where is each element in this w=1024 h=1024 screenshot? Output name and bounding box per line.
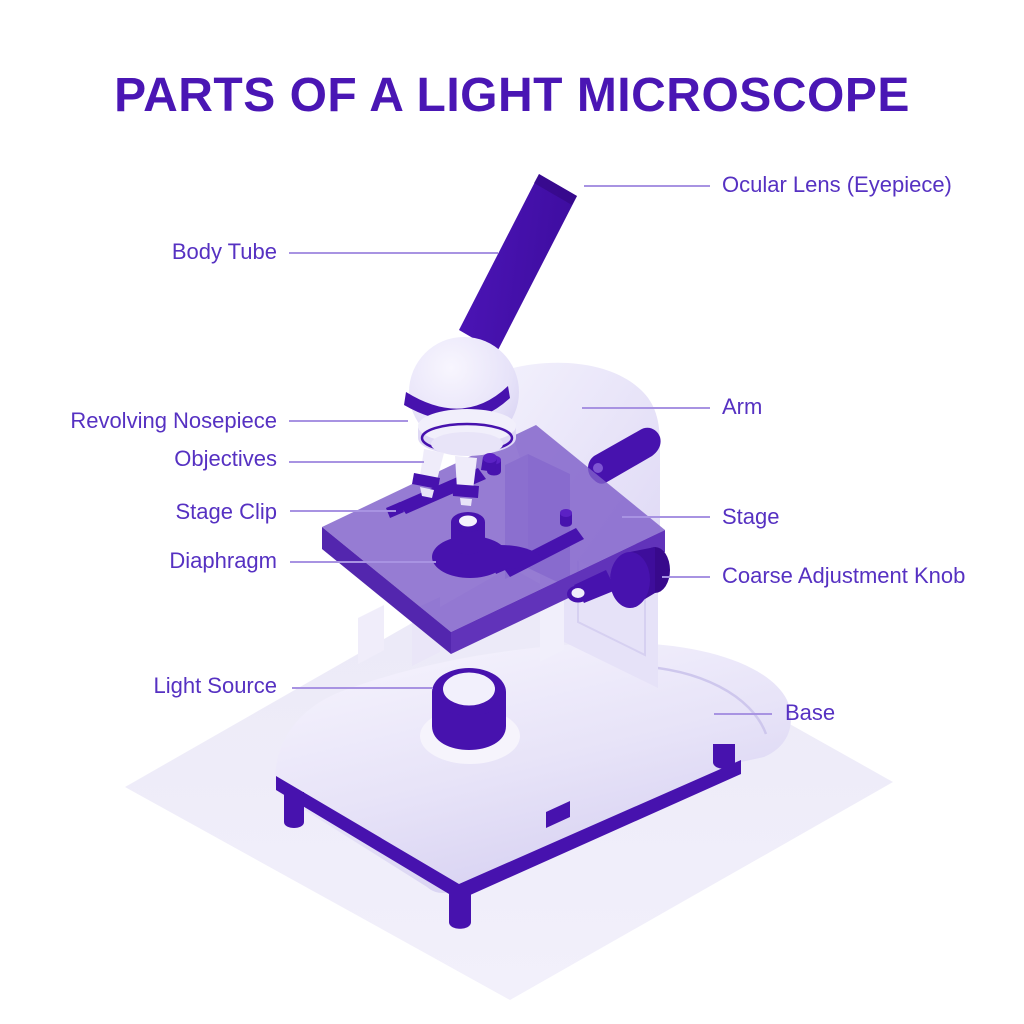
leader-diaphragm [290,561,436,563]
label-ocular-lens: Ocular Lens (Eyepiece) [722,172,952,197]
objectives-shape [412,449,497,506]
page-title: PARTS OF A LIGHT MICROSCOPE [114,69,910,122]
label-arm: Arm [722,394,763,419]
light-source-shape [420,668,520,764]
coarse-adjustment-knob-shape [567,547,670,608]
label-body-tube: Body Tube [171,239,277,264]
label-stage-clip: Stage Clip [175,499,277,524]
leader-objectives [289,461,424,463]
leader-ocular-lens [584,185,710,187]
label-coarse-adjustment-knob: Coarse Adjustment Knob [722,563,966,588]
leader-stage-clip [290,510,396,512]
leader-stage [622,516,710,518]
label-revolving-nosepiece: Revolving Nosepiece [70,408,277,433]
base-shape [275,642,791,929]
body-tube-shape [459,174,577,352]
leader-revolving-nosepiece [289,420,408,422]
leader-body-tube [289,252,498,254]
label-diaphragm: Diaphragm [169,548,277,573]
label-stage: Stage [722,504,780,529]
stage-shape [322,425,665,654]
diaphragm-shape [432,512,542,578]
label-light-source: Light Source [153,673,277,698]
label-objectives: Objectives [174,446,277,471]
leader-arm [582,407,710,409]
leader-base [714,713,772,715]
label-base: Base [785,700,836,725]
revolving-nosepiece-shape [418,409,516,456]
leader-light-source [292,687,433,689]
leader-coarse-adjustment-knob [662,576,710,578]
